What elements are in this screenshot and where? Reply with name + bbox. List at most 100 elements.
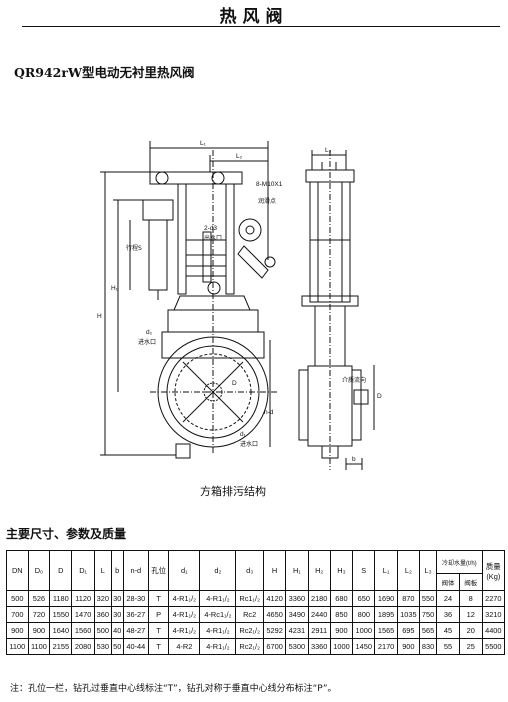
- cell: 2440: [307, 606, 331, 623]
- cell: 2270: [481, 590, 506, 607]
- th-nd: n-d: [122, 550, 150, 591]
- cell: 40-44: [122, 638, 150, 655]
- cell: 2180: [307, 590, 331, 607]
- cell: 3360: [307, 638, 331, 655]
- cell: 4-Rc1₁/₂: [199, 606, 237, 623]
- th-l3: L₃: [419, 550, 438, 591]
- cell: 25: [458, 638, 483, 655]
- label-L2: L₂: [236, 153, 243, 160]
- cell: 900: [396, 638, 421, 655]
- cell: 500: [6, 590, 29, 607]
- th-d1: d₁: [168, 550, 201, 591]
- valve-stem: [202, 231, 212, 283]
- label-H1: H₁: [111, 285, 119, 292]
- label-nd: n-d: [264, 409, 274, 416]
- frame-post-left: [177, 183, 187, 295]
- label-d3: 2-d3: [204, 225, 217, 232]
- th-d: D: [49, 550, 73, 591]
- cell: 4-R1₁/₂: [168, 606, 201, 623]
- th-l1: L₁: [374, 550, 398, 591]
- cell: 55: [436, 638, 460, 655]
- th-h3: H₃: [329, 550, 354, 591]
- cell: 2911: [307, 622, 331, 639]
- label-inlet: 进水口: [138, 338, 156, 346]
- th-h: H: [262, 550, 287, 591]
- footnote: 注：孔位一栏，钻孔过垂直中心线标注“T”，钻孔对称于垂直中心线分布标注“P”。: [10, 684, 337, 694]
- cell: 1120: [71, 590, 95, 607]
- bonnet: [173, 295, 251, 311]
- th-body: 阀体: [436, 573, 460, 591]
- cell: 48-27: [122, 622, 150, 639]
- cell: 4231: [285, 622, 309, 639]
- cell: 4400: [481, 622, 506, 639]
- th-dn: DN: [6, 550, 29, 591]
- cell: 36: [436, 606, 460, 623]
- label-L1: L₁: [200, 140, 207, 147]
- cell: 830: [419, 638, 438, 655]
- cell: 565: [419, 622, 438, 639]
- cell: 40: [110, 622, 124, 639]
- label-d1: d₁: [240, 431, 247, 438]
- cylinder-body: [148, 219, 168, 291]
- cell: 550: [419, 590, 438, 607]
- th-mass: 质量 (Kg): [481, 550, 506, 591]
- cell: 530: [93, 638, 112, 655]
- label-outlet: 出水口: [204, 234, 222, 242]
- pulley-left: [155, 171, 169, 185]
- cell: T: [148, 622, 170, 639]
- th-d3: d₃: [235, 550, 264, 591]
- cell: 2155: [49, 638, 73, 655]
- cell: 900: [27, 622, 51, 639]
- th-s: S: [352, 550, 376, 591]
- th-plate: 阀板: [458, 573, 483, 591]
- bottom-outlet: [175, 443, 191, 459]
- cell: 2170: [374, 638, 398, 655]
- cell: 12: [458, 606, 483, 623]
- label-D: D: [232, 380, 237, 387]
- cell: 6700: [262, 638, 287, 655]
- cell: T: [148, 638, 170, 655]
- th-mass-unit: (Kg): [486, 571, 501, 581]
- cell: 4650: [262, 606, 287, 623]
- cell: 1550: [49, 606, 73, 623]
- cell: 680: [329, 590, 354, 607]
- cell: 800: [352, 606, 376, 623]
- cell: 870: [396, 590, 421, 607]
- valve-drawing: L₁ L₂ L₃ H H₁ 行程S 8-M10X1 润滑点 2-d3 出水口 d…: [97, 140, 382, 470]
- cell: P: [148, 606, 170, 623]
- spec-table: DN D₀ D D₁ L b n-d 孔位 d₁ d₂ d₃ H H₁ H₂ H…: [6, 550, 506, 655]
- th-mass-label: 质量: [485, 561, 501, 571]
- th-hole: 孔位: [148, 550, 170, 591]
- cell: 50: [110, 638, 124, 655]
- th-d2: d₂: [199, 550, 237, 591]
- frame-post-right: [225, 183, 235, 295]
- cell: 4-R1₁/₂: [168, 622, 201, 639]
- th-d1big: D₁: [71, 550, 95, 591]
- label-inlet2: 进水口: [240, 440, 258, 448]
- gearbox: [237, 245, 269, 279]
- cell: 45: [436, 622, 460, 639]
- th-water: 冷却水量(t/h): [436, 550, 483, 574]
- cell: Rc2₁/₂: [235, 622, 264, 639]
- cell: 4120: [262, 590, 287, 607]
- cell: 3490: [285, 606, 309, 623]
- side-cleanout-box: [353, 389, 369, 405]
- cell: 5300: [285, 638, 309, 655]
- cell: 30: [110, 590, 124, 607]
- th-h2: H₂: [307, 550, 331, 591]
- cell: 5292: [262, 622, 287, 639]
- cell: 900: [329, 622, 354, 639]
- drawing-labels: L₁ L₂ L₃ H H₁ 行程S 8-M10X1 润滑点 2-d3 出水口 d…: [97, 140, 382, 463]
- cell: Rc1₁/₂: [235, 590, 264, 607]
- cell: 526: [27, 590, 51, 607]
- cell: 3360: [285, 590, 309, 607]
- cell: 4-R1₁/₂: [199, 590, 237, 607]
- label-H: H: [97, 313, 102, 320]
- label-L3: L₃: [325, 147, 332, 154]
- cell: 850: [329, 606, 354, 623]
- cell: 320: [93, 590, 112, 607]
- cell: 1100: [6, 638, 29, 655]
- cell: 1640: [49, 622, 73, 639]
